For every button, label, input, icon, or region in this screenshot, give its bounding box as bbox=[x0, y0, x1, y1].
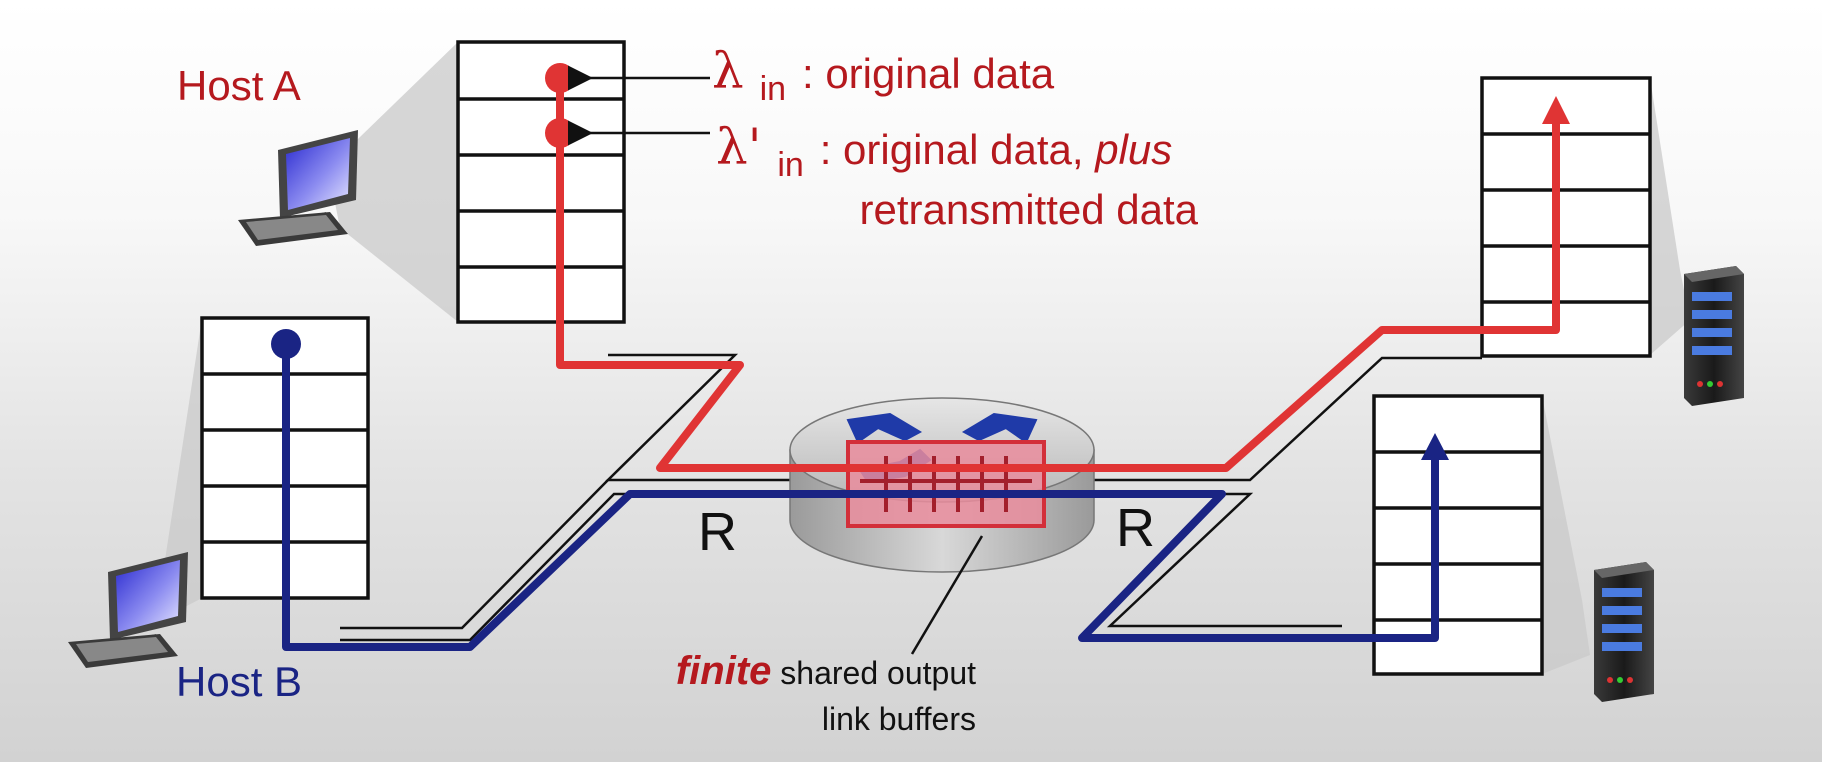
lambda-prime-packet bbox=[545, 118, 575, 148]
host-b-zoom-wedge bbox=[160, 318, 202, 620]
buffer-caption-pointer bbox=[910, 535, 984, 655]
router-icon bbox=[789, 397, 1095, 573]
server-bottom-zoom-wedge bbox=[1542, 396, 1590, 674]
host-b-flow bbox=[271, 329, 1449, 651]
lambda-in-packet bbox=[545, 63, 575, 93]
left-link-rate: R bbox=[698, 502, 737, 562]
buffer-caption-line1: finite shared output bbox=[676, 649, 976, 693]
host-a-flow bbox=[545, 63, 1570, 472]
lambda-in-description: : original data bbox=[802, 50, 1055, 97]
lambda-prime-symbol: λ' bbox=[716, 118, 761, 176]
buffer-caption-line2: link buffers bbox=[822, 701, 976, 737]
lambda-prime-plus: plus bbox=[1093, 126, 1172, 173]
server-icon bbox=[1684, 266, 1744, 406]
shared-buffer bbox=[846, 440, 1046, 528]
right-link-rate: R bbox=[1116, 498, 1155, 558]
host-b-packet bbox=[271, 329, 301, 359]
host-a-buffer-stack bbox=[456, 40, 626, 324]
server-bottom-buffer-stack bbox=[1372, 394, 1544, 676]
buffer-caption-shared-output: shared output bbox=[771, 655, 976, 691]
lambda-in-subscript: in bbox=[760, 70, 786, 108]
buffer-caption-finite: finite bbox=[676, 649, 772, 693]
desktop-computer-icon bbox=[238, 130, 358, 246]
host-b-label: Host B bbox=[176, 658, 302, 705]
lambda-prime-continuation: retransmitted data bbox=[859, 186, 1198, 233]
lambda-prime-subscript: in bbox=[777, 146, 803, 184]
host-a-label: Host A bbox=[177, 62, 301, 109]
lambda-prime-label: λ' in : original data, plus bbox=[716, 118, 1172, 188]
host-a-zoom-wedge bbox=[328, 42, 458, 322]
lambda-in-label: λ in : original data bbox=[712, 42, 1055, 112]
lambda-in-symbol: λ bbox=[712, 42, 744, 100]
lambda-prime-description: : original data, bbox=[820, 126, 1096, 173]
desktop-computer-icon bbox=[68, 552, 188, 668]
server-top-buffer-stack bbox=[1480, 76, 1652, 358]
server-top-zoom-wedge bbox=[1650, 78, 1690, 355]
server-icon bbox=[1594, 562, 1654, 702]
